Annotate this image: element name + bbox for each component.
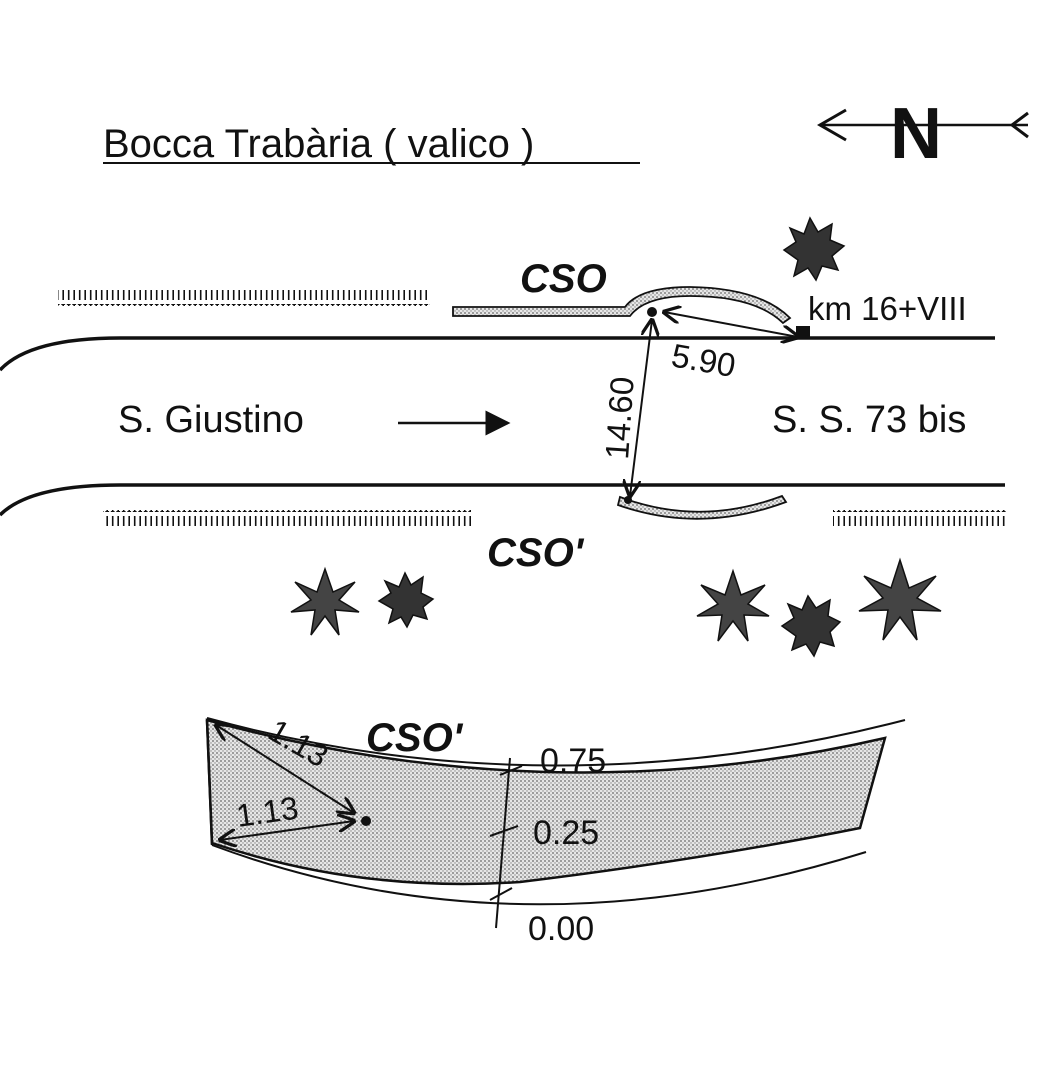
tree-icon bbox=[782, 216, 846, 282]
height-tick-base bbox=[489, 887, 513, 901]
cso-detail: CSO' 1.13 1.13 0.75 0.25 0.00 bbox=[205, 712, 906, 948]
north-arrow-icon: N bbox=[816, 94, 1029, 174]
road-edge-south bbox=[0, 483, 1005, 517]
height-tick-top bbox=[499, 765, 523, 776]
cso-detail-bottom-edge bbox=[211, 844, 867, 906]
road-name-label: S. S. 73 bis bbox=[772, 399, 966, 441]
palm-icon bbox=[290, 566, 360, 636]
dimension-line-across-road bbox=[630, 320, 652, 496]
dimension-detail-horizontal: 1.13 bbox=[234, 790, 301, 834]
survey-point-south bbox=[624, 496, 632, 504]
tree-icon bbox=[780, 594, 842, 658]
cso-detail-left-edge bbox=[205, 719, 214, 846]
cso-top-label: CSO bbox=[520, 257, 607, 301]
tree-icon bbox=[377, 571, 435, 629]
cso-detail-shape bbox=[205, 718, 887, 886]
roadside-hatch-top bbox=[58, 290, 430, 306]
cso-bottom-label: CSO' bbox=[487, 531, 585, 575]
roadside-hatch-bottom-right bbox=[833, 510, 1006, 526]
cso-layby-bottom bbox=[616, 494, 788, 520]
road-edge-north bbox=[0, 336, 995, 372]
dimension-across-road: 14.60 bbox=[598, 376, 641, 461]
height-tick-mid bbox=[489, 825, 519, 837]
dimension-line-detail-horizontal bbox=[220, 821, 354, 840]
palm-icon bbox=[858, 557, 942, 641]
height-top-label: 0.75 bbox=[540, 742, 606, 780]
milestone-label: km 16+VIII bbox=[808, 290, 967, 327]
dimension-along-road: 5.90 bbox=[669, 336, 739, 384]
height-scale-line bbox=[495, 757, 511, 929]
cso-detail-label: CSO' bbox=[366, 716, 464, 760]
survey-point bbox=[647, 307, 657, 317]
diagram-title: Bocca Trabària ( valico ) bbox=[103, 122, 534, 166]
dimension-line-detail-diagonal bbox=[216, 725, 354, 813]
height-mid-label: 0.25 bbox=[533, 814, 599, 852]
dimension-line-along-road bbox=[664, 312, 798, 337]
north-label: N bbox=[890, 94, 942, 174]
height-base-label: 0.00 bbox=[528, 910, 594, 948]
direction-label: S. Giustino bbox=[118, 399, 304, 441]
cso-layby-top bbox=[452, 286, 792, 325]
detail-point bbox=[361, 816, 371, 826]
palm-icon bbox=[696, 568, 770, 642]
vegetation bbox=[290, 216, 942, 658]
roadside-hatch-bottom-left bbox=[103, 510, 471, 526]
